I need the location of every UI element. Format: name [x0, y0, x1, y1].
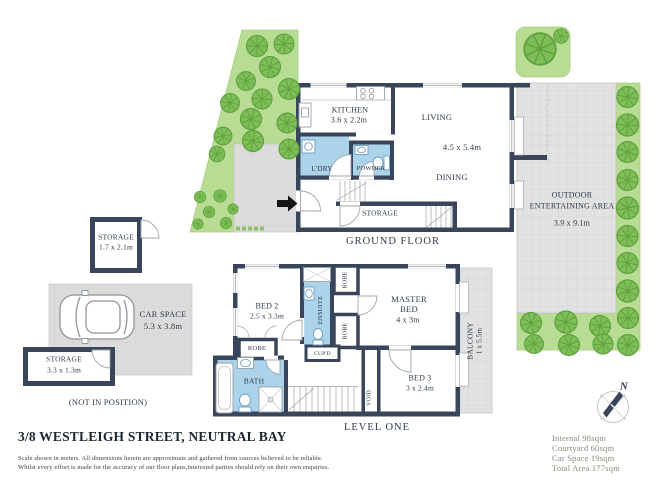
master-bed-label: MASTER BED: [391, 294, 427, 314]
balcony-label-group: BALCONY 1 x 5.5m: [466, 322, 485, 360]
disclaimer-line1: Scale shown in meters. All dimensions he…: [18, 455, 323, 462]
cupd-label: CUP'D: [314, 350, 331, 357]
washer-icon: [301, 139, 316, 154]
powder-sink-icon: [354, 145, 369, 155]
balcony-dims-label: 1 x 5.5m: [475, 327, 483, 355]
storage-box-1: [90, 217, 142, 273]
fixtures: [59, 86, 391, 414]
door-arcs: [91, 154, 412, 375]
kitchen-sink-icon: [298, 102, 312, 128]
kitchen-dims-label: 3.6 x 2.2m: [330, 115, 368, 125]
storage2-label: STORAGE: [46, 354, 82, 364]
stairs-gf-lower: [425, 206, 453, 228]
stairs: [288, 181, 453, 412]
entry-path: [233, 143, 299, 233]
robe-top-label: ROBE: [342, 271, 349, 289]
summary-car-space: Car Space 19sqm: [552, 453, 615, 463]
bathtub-icon: [215, 362, 234, 414]
bed3-label: BED 3: [408, 373, 432, 383]
powder-toilet-icon: [372, 155, 390, 171]
car-icon: [59, 290, 135, 344]
entry-arrow-icon: [277, 195, 298, 212]
laundry-label: L'DRY: [311, 164, 333, 173]
powder-label: POWDER: [356, 165, 386, 173]
robe-left-label: ROBE: [247, 345, 267, 353]
summary-total: Total Area 177sqm: [552, 463, 620, 473]
summary-courtyard: Courtyard 60sqm: [552, 443, 615, 453]
master-bed-dims-label: 4 x 3m: [396, 315, 420, 325]
kitchen-label: KITCHEN: [331, 105, 369, 115]
stairs-gf-upper: [336, 181, 367, 201]
bed2-dims-label: 2.5 x 3.3m: [249, 311, 285, 321]
page-title: 3/8 WESTLEIGH STREET, NEUTRAL BAY: [18, 429, 287, 444]
storage1-dims-label: 1.7 x 2.1m: [98, 242, 134, 252]
storage1-label: STORAGE: [98, 232, 134, 242]
outdoor-area-label: OUTDOOR ENTERTAINING AREA: [529, 190, 615, 211]
storage-box-2: [23, 347, 115, 386]
bed3-dims-label: 3 x 2.4m: [405, 383, 435, 393]
compass-icon: [597, 391, 629, 423]
balcony-label: BALCONY: [465, 322, 475, 360]
living-label: LIVING: [421, 111, 453, 122]
car-space-label: CAR SPACE: [139, 308, 187, 319]
ground-floor-label: GROUND FLOOR: [346, 235, 440, 247]
bath-shower-icon: [258, 386, 283, 413]
ensuite-label: ENSUITE: [317, 295, 325, 325]
closet-boxes: [23, 217, 360, 386]
storage2-dims-label: 3.3 x 1.3m: [46, 365, 82, 375]
windows-openings: [233, 83, 524, 387]
level-one-label: LEVEL ONE: [343, 421, 411, 433]
not-in-position-label: (NOT IN POSITION): [68, 396, 148, 407]
bath-label: BATH: [243, 376, 265, 386]
outdoor-area-dims-label: 3.9 x 9.1m: [553, 218, 591, 228]
bed2-label: BED 2: [255, 301, 279, 311]
stairs-level-one: [288, 386, 358, 412]
dining-label: DINING: [436, 171, 468, 182]
ensuite-sink-icon: [303, 286, 315, 301]
living-dims-label: 4.5 x 5.4m: [442, 141, 482, 152]
ensuite-shower-icon: [303, 267, 331, 282]
summary-internal: Internal 98sqm: [552, 433, 607, 443]
bath-sink-icon: [237, 357, 254, 369]
storage-gf-label: STORAGE: [362, 208, 398, 218]
disclaimer-line2: Whilst every effort is made for the accu…: [18, 464, 330, 471]
bath-toilet-icon: [238, 393, 252, 413]
outdoor-entertaining-area: [516, 82, 617, 314]
void-label: VOID: [366, 390, 373, 406]
north-label: N: [619, 380, 629, 393]
car-space-dims-label: 5.3 x 3.8m: [143, 320, 183, 331]
ensuite-toilet-icon: [312, 328, 324, 346]
robe-mid-label: ROBE: [342, 322, 349, 340]
